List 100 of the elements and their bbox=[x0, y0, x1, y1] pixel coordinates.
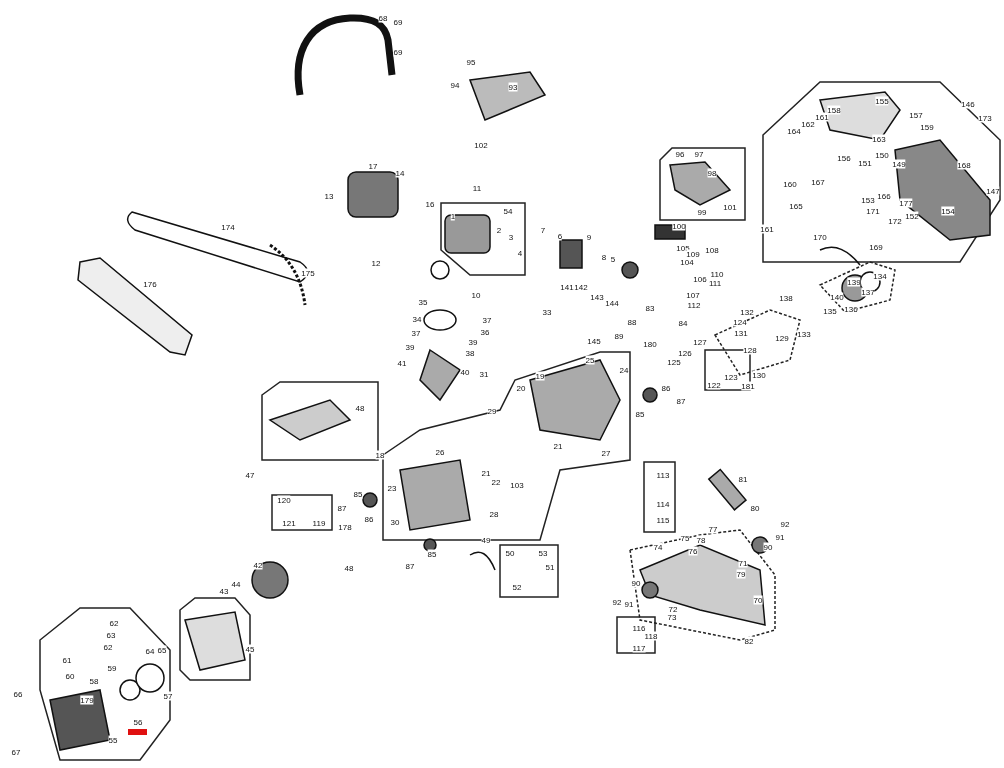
callout-number: 31 bbox=[479, 369, 489, 379]
callout-number: 137 bbox=[861, 287, 875, 297]
callout-number: 23 bbox=[387, 483, 397, 493]
callout-number: 42 bbox=[253, 560, 263, 570]
callout-number: 128 bbox=[743, 345, 757, 355]
callout-number: 165 bbox=[789, 201, 803, 211]
callout-number: 12 bbox=[371, 258, 381, 268]
callout-number: 73 bbox=[667, 612, 677, 622]
callout-number: 26 bbox=[435, 447, 445, 457]
callout-number: 123 bbox=[724, 372, 738, 382]
callout-number: 79 bbox=[736, 569, 746, 579]
callout-number: 70 bbox=[753, 595, 763, 605]
callout-number: 114 bbox=[656, 499, 670, 509]
callout-number: 47 bbox=[245, 470, 255, 480]
callout-number: 84 bbox=[678, 318, 688, 328]
callout-number: 30 bbox=[390, 517, 400, 527]
callout-number: 8 bbox=[601, 252, 607, 262]
callout-number: 41 bbox=[397, 358, 407, 368]
callout-number: 108 bbox=[705, 245, 719, 255]
callout-number: 103 bbox=[510, 480, 524, 490]
callout-number: 17 bbox=[368, 161, 378, 171]
callout-number: 132 bbox=[740, 307, 754, 317]
callout-number: 156 bbox=[837, 153, 851, 163]
callout-number: 69 bbox=[393, 47, 403, 57]
callout-number: 1 bbox=[450, 211, 456, 221]
callout-number: 64 bbox=[145, 646, 155, 656]
callout-number: 116 bbox=[632, 623, 646, 633]
callout-number: 145 bbox=[587, 336, 601, 346]
callout-number: 39 bbox=[468, 337, 478, 347]
callout-number: 27 bbox=[601, 448, 611, 458]
callout-number: 38 bbox=[465, 348, 475, 358]
callout-number: 159 bbox=[920, 122, 934, 132]
callout-number: 121 bbox=[282, 518, 296, 528]
callout-number: 85 bbox=[635, 409, 645, 419]
callout-number: 86 bbox=[364, 514, 374, 524]
callout-number: 49 bbox=[481, 535, 491, 545]
callout-number: 91 bbox=[624, 599, 634, 609]
callout-number: 86 bbox=[661, 383, 671, 393]
callout-number: 106 bbox=[693, 274, 707, 284]
callout-number: 14 bbox=[395, 168, 405, 178]
callout-number: 126 bbox=[678, 348, 692, 358]
callout-number: 162 bbox=[801, 119, 815, 129]
callout-number: 11 bbox=[472, 183, 482, 193]
callout-number: 127 bbox=[693, 337, 707, 347]
callout-number: 163 bbox=[872, 134, 886, 144]
callout-number: 19 bbox=[535, 371, 545, 381]
callout-number: 29 bbox=[487, 406, 497, 416]
callout-number: 75 bbox=[680, 533, 690, 543]
callout-number: 35 bbox=[418, 297, 428, 307]
callout-number: 140 bbox=[830, 292, 844, 302]
callout-number: 10 bbox=[471, 290, 481, 300]
callout-number: 97 bbox=[694, 149, 704, 159]
callout-number: 143 bbox=[590, 292, 604, 302]
callout-number: 144 bbox=[605, 298, 619, 308]
callout-number: 92 bbox=[780, 519, 790, 529]
callout-number: 13 bbox=[324, 191, 334, 201]
callout-number: 37 bbox=[482, 315, 492, 325]
callout-number: 154 bbox=[941, 206, 955, 216]
callout-number: 21 bbox=[553, 441, 563, 451]
callout-number: 37 bbox=[411, 328, 421, 338]
callout-number: 39 bbox=[405, 342, 415, 352]
callout-number: 85 bbox=[427, 549, 437, 559]
callout-number: 24 bbox=[619, 365, 629, 375]
callout-number: 172 bbox=[888, 216, 902, 226]
callout-number: 92 bbox=[612, 597, 622, 607]
callout-number: 63 bbox=[106, 630, 116, 640]
callout-number: 62 bbox=[103, 642, 113, 652]
callout-number: 118 bbox=[644, 631, 658, 641]
callout-number: 170 bbox=[813, 232, 827, 242]
callout-number: 131 bbox=[734, 328, 748, 338]
callout-number: 130 bbox=[752, 370, 766, 380]
callout-number: 87 bbox=[337, 503, 347, 513]
callout-number: 164 bbox=[787, 126, 801, 136]
callout-number: 50 bbox=[505, 548, 515, 558]
callout-number: 44 bbox=[231, 579, 241, 589]
callout-number: 134 bbox=[873, 271, 887, 281]
callout-number: 59 bbox=[107, 663, 117, 673]
callout-number: 171 bbox=[866, 206, 880, 216]
callout-number: 45 bbox=[245, 644, 255, 654]
callout-number: 174 bbox=[221, 222, 235, 232]
callout-number: 124 bbox=[733, 317, 747, 327]
callout-number: 136 bbox=[844, 304, 858, 314]
callout-number: 135 bbox=[823, 306, 837, 316]
callout-number: 91 bbox=[775, 532, 785, 542]
callout-number: 119 bbox=[312, 518, 326, 528]
callout-number: 166 bbox=[877, 191, 891, 201]
callout-number: 5 bbox=[610, 254, 616, 264]
callout-number: 141 bbox=[560, 282, 574, 292]
callout-number: 93 bbox=[508, 82, 518, 92]
callout-number: 158 bbox=[827, 105, 841, 115]
callout-number: 138 bbox=[779, 293, 793, 303]
callout-number: 78 bbox=[696, 535, 706, 545]
callout-number: 150 bbox=[875, 150, 889, 160]
callout-number: 181 bbox=[741, 381, 755, 391]
callout-number: 52 bbox=[512, 582, 522, 592]
callout-number: 89 bbox=[614, 331, 624, 341]
callout-number: 98 bbox=[707, 168, 717, 178]
callout-number: 176 bbox=[143, 279, 157, 289]
callout-number: 87 bbox=[405, 561, 415, 571]
callout-number: 147 bbox=[986, 186, 1000, 196]
